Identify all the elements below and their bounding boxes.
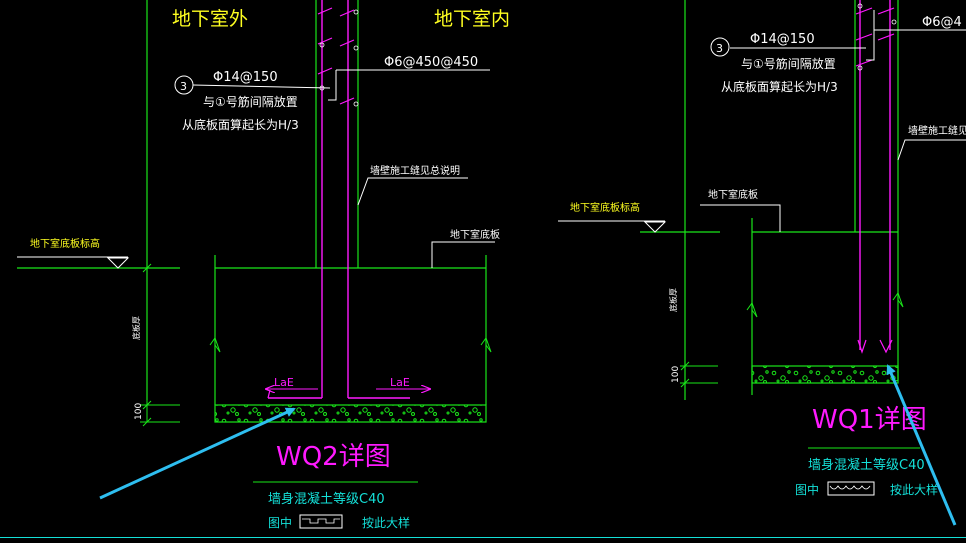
tie-spec: Φ6@450@450 — [384, 55, 478, 70]
tie-spec-r: Φ6@4 — [922, 15, 962, 30]
dim-slab-thickness: 底板厚 — [131, 316, 141, 340]
legend-hatch-symbol-r — [827, 481, 875, 496]
status-strip — [0, 537, 966, 543]
detail-wq1: 3 Φ14@150 与①号筋间隔放置 从底板面算起长为H/3 Φ6@4 墙壁施工… — [558, 0, 966, 497]
joint-note: 墙壁施工缝见总说明 — [370, 164, 460, 177]
lae-right: LaE — [390, 376, 410, 389]
annotation-arrow-left — [99, 407, 296, 500]
bar-note-1-r: 与①号筋间隔放置 — [741, 56, 836, 71]
level-label-r: 地下室底板标高 — [570, 201, 640, 214]
bar-spec-r: Φ14@150 — [750, 32, 815, 47]
legend-suffix-r: 按此大样 — [890, 482, 938, 497]
annotation-arrow-right — [886, 364, 957, 526]
bar-note-2-r: 从底板面算起长为H/3 — [721, 79, 838, 94]
bar-note-2: 从底板面算起长为H/3 — [182, 117, 299, 132]
slab-label-r: 地下室底板 — [708, 188, 758, 201]
legend-prefix: 图中 — [268, 515, 292, 530]
legend-prefix-r: 图中 — [795, 482, 819, 497]
legend-suffix: 按此大样 — [362, 515, 410, 530]
callout-number-r: 3 — [716, 42, 723, 55]
level-label: 地下室底板标高 — [30, 237, 100, 250]
dim-slab-thickness-r: 底板厚 — [668, 288, 678, 312]
bar-spec: Φ14@150 — [213, 70, 278, 85]
lae-left: LaE — [274, 376, 294, 389]
callout-number: 3 — [180, 80, 187, 93]
bar-note-1: 与①号筋间隔放置 — [203, 94, 298, 109]
dim-100: 100 — [134, 403, 144, 420]
legend-hatch-symbol — [299, 514, 343, 529]
inner-room-label: 地下室内 — [434, 8, 510, 30]
slab-label: 地下室底板 — [450, 228, 500, 241]
dim-100-r: 100 — [671, 366, 681, 383]
outer-room-label: 地下室外 — [172, 8, 248, 30]
detail-title: WQ2详图 — [276, 442, 391, 472]
concrete-grade-note: 墙身混凝土等级C40 — [268, 491, 385, 507]
concrete-grade-note-r: 墙身混凝土等级C40 — [808, 457, 925, 473]
detail-wq2: 地下室外 地下室内 3 Φ14@150 与①号筋间隔放置 从底板面算起长为H/3… — [17, 0, 510, 530]
joint-note-r: 墙壁施工缝见总 — [908, 124, 966, 137]
